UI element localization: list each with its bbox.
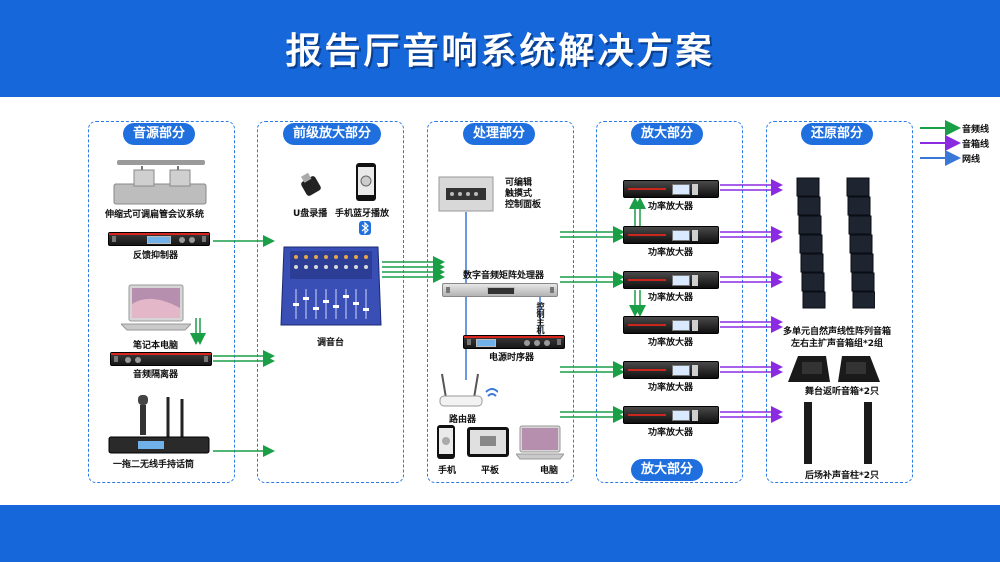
wireless-mic-icon — [108, 395, 210, 454]
section-title-process: 处理部分 — [463, 123, 536, 145]
legend-speaker: 音箱线 — [962, 140, 990, 150]
label-column: 后场补声音柱*2只 — [805, 471, 879, 481]
label-tablet: 平板 — [481, 466, 500, 476]
section-title-source: 音源部分 — [123, 123, 196, 145]
label-amp-5: 功率放大器 — [648, 383, 694, 393]
label-wireless-mic: 一拖二无线手持话筒 — [113, 460, 195, 470]
label-amp-4: 功率放大器 — [648, 338, 694, 348]
label-line-array: 多单元自然声线性阵列音箱 左右主扩声音箱组*2组 — [783, 327, 892, 349]
label-conference: 伸缩式可调扁管会议系统 — [105, 210, 205, 220]
section-title-amp-bottom: 放大部分 — [631, 459, 704, 481]
label-laptop: 笔记本电脑 — [133, 341, 179, 351]
label-control-host: 控制主机 — [536, 302, 545, 334]
power-amp-4 — [623, 316, 719, 334]
label-sequencer: 电源时序器 — [489, 353, 535, 363]
section-restore — [766, 121, 913, 483]
power-amp-3 — [623, 271, 719, 289]
stage-monitor-icon — [788, 356, 880, 382]
section-source — [88, 121, 235, 483]
dsp-processor-icon — [442, 283, 558, 297]
section-process — [427, 121, 574, 483]
label-bt-phone: 手机蓝牙播放 — [335, 209, 390, 219]
label-monitor: 舞台返听音箱*2只 — [805, 387, 879, 397]
conference-system-icon — [113, 160, 207, 205]
tablet-icon — [467, 427, 509, 457]
label-isolator: 音频隔离器 — [133, 370, 179, 380]
power-amp-5 — [623, 361, 719, 379]
label-dsp: 数字音频矩阵处理器 — [463, 271, 545, 281]
legend-audio: 音频线 — [962, 125, 990, 135]
label-usb: U盘录播 — [293, 209, 328, 219]
usb-drive-icon — [301, 172, 321, 196]
router-icon — [439, 373, 498, 407]
power-amp-1 — [623, 180, 719, 198]
bluetooth-icon — [359, 221, 371, 235]
line-array-speaker-icon — [796, 177, 875, 309]
section-amp — [596, 121, 743, 483]
power-sequencer-icon — [463, 335, 565, 349]
label-amp-3: 功率放大器 — [648, 293, 694, 303]
label-panel: 可编辑 触摸式 控制面板 — [505, 178, 542, 210]
control-panel-icon — [438, 176, 494, 212]
power-amp-2 — [623, 226, 719, 244]
power-amp-6 — [623, 406, 719, 424]
computer-icon — [516, 425, 564, 460]
label-feedback: 反馈抑制器 — [133, 251, 179, 261]
audio-lines-dsp — [560, 197, 646, 423]
label-phone: 手机 — [438, 466, 457, 476]
section-title-preamp: 前级放大部分 — [283, 123, 382, 145]
label-amp-1: 功率放大器 — [648, 202, 694, 212]
label-router: 路由器 — [449, 415, 477, 425]
mixer-icon — [280, 246, 382, 326]
phone-icon — [437, 425, 455, 459]
label-amp-2: 功率放大器 — [648, 248, 694, 258]
feedback-suppressor-icon — [108, 232, 210, 246]
header-bar — [0, 0, 1000, 97]
audio-lines-source — [190, 235, 275, 457]
label-computer: 电脑 — [540, 466, 559, 476]
speaker-lines — [720, 179, 783, 423]
page-title: 报告厅音响系统解决方案 — [285, 31, 715, 72]
column-speaker-icon — [804, 402, 872, 464]
laptop-icon — [121, 284, 191, 331]
audio-lines-mixer — [382, 256, 445, 283]
footer-bar — [0, 505, 1000, 562]
phone-bt-icon — [356, 163, 376, 201]
audio-isolator-icon — [110, 352, 212, 366]
section-preamp — [257, 121, 404, 483]
section-title-amp: 放大部分 — [631, 123, 704, 145]
section-title-restore: 还原部分 — [801, 123, 874, 145]
label-amp-6: 功率放大器 — [648, 428, 694, 438]
legend-network: 网线 — [962, 155, 981, 165]
label-mixer: 调音台 — [317, 338, 345, 348]
